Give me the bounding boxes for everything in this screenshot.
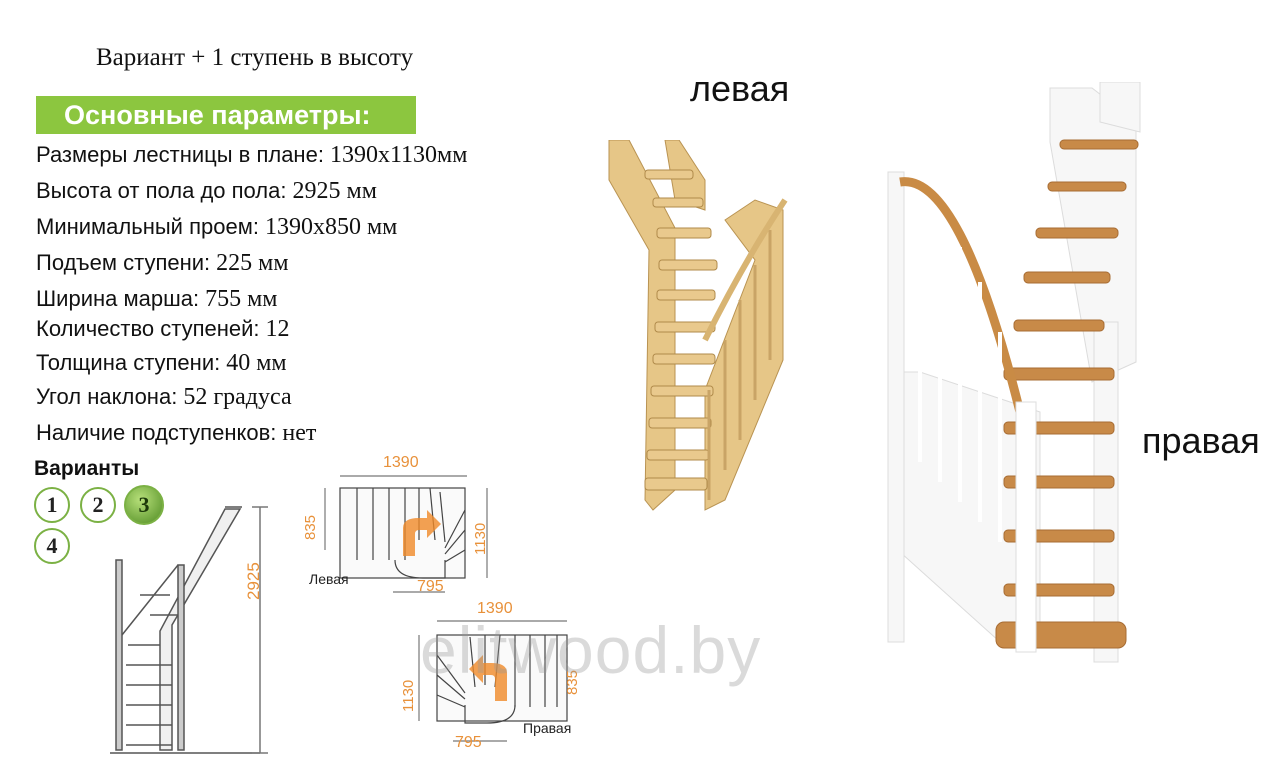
- variant-button-1[interactable]: 1: [34, 487, 70, 523]
- stair-left-picture: [608, 140, 788, 511]
- plan-right-label: Правая: [523, 720, 571, 736]
- param-row-rise: Подъем ступени:225 мм: [36, 250, 289, 284]
- plan-right-width-dim: 1390: [477, 600, 513, 617]
- stair-right-picture: [887, 82, 1141, 663]
- side-view-drawing: [110, 506, 268, 754]
- subtitle: Вариант + 1 ступень в высоту: [96, 44, 414, 71]
- param-value: 1390х1130мм: [329, 142, 468, 168]
- plan-right-turn-dim: 795: [455, 734, 482, 751]
- plan-left-drawing: Левая: [309, 475, 488, 593]
- plan-left-label: Левая: [309, 571, 349, 587]
- param-label: Количество ступеней:: [36, 316, 260, 341]
- param-value: 2925 мм: [292, 178, 377, 204]
- plan-right-drawing: Правая: [418, 620, 571, 742]
- param-row-angle: Угол наклона:52 градуса: [36, 384, 292, 418]
- param-row-count: Количество ступеней:12: [36, 316, 290, 350]
- plan-left-turn-dim: 795: [417, 578, 444, 595]
- param-value: 1390х850 мм: [264, 214, 398, 240]
- stair-left-label: левая: [690, 68, 790, 109]
- param-label: Наличие подступенков:: [36, 420, 277, 445]
- watermark: elitwood.by: [420, 613, 762, 687]
- param-label: Минимальный проем:: [36, 214, 259, 239]
- param-value: нет: [282, 420, 317, 446]
- param-row-size: Размеры лестницы в плане:1390х1130мм: [36, 142, 467, 176]
- param-value: 755 мм: [205, 286, 278, 312]
- param-value: 40 мм: [226, 350, 287, 376]
- variants-title: Варианты: [34, 457, 140, 480]
- param-value: 52 градуса: [183, 384, 292, 410]
- param-label: Размеры лестницы в плане:: [36, 142, 324, 167]
- param-label: Высота от пола до пола:: [36, 178, 287, 203]
- plan-right-depth-dim: 1130: [400, 679, 417, 712]
- param-value: 225 мм: [216, 250, 289, 276]
- param-row-thickness: Толщина ступени:40 мм: [36, 350, 287, 384]
- variant-button-3[interactable]: 3: [124, 485, 164, 525]
- param-label: Ширина марша:: [36, 286, 200, 311]
- plan-left-depth-dim: 1130: [472, 522, 489, 555]
- param-row-height: Высота от пола до пола:2925 мм: [36, 178, 377, 212]
- param-row-opening: Минимальный проем:1390х850 мм: [36, 214, 397, 248]
- plan-left-width-dim: 1390: [383, 454, 419, 471]
- param-label: Толщина ступени:: [36, 350, 221, 375]
- stair-right-label: правая: [1142, 420, 1260, 461]
- plan-left-side-dim: 835: [302, 514, 319, 540]
- params-banner: Основные параметры:: [36, 96, 416, 134]
- param-label: Подъем ступени:: [36, 250, 211, 275]
- variant-button-2[interactable]: 2: [80, 487, 116, 523]
- param-row-risers: Наличие подступенков:нет: [36, 420, 316, 454]
- param-label: Угол наклона:: [36, 384, 178, 409]
- variant-button-4[interactable]: 4: [34, 528, 70, 564]
- side-height-dim: 2925: [244, 562, 263, 600]
- param-value: 12: [265, 316, 290, 342]
- param-row-width: Ширина марша:755 мм: [36, 286, 277, 320]
